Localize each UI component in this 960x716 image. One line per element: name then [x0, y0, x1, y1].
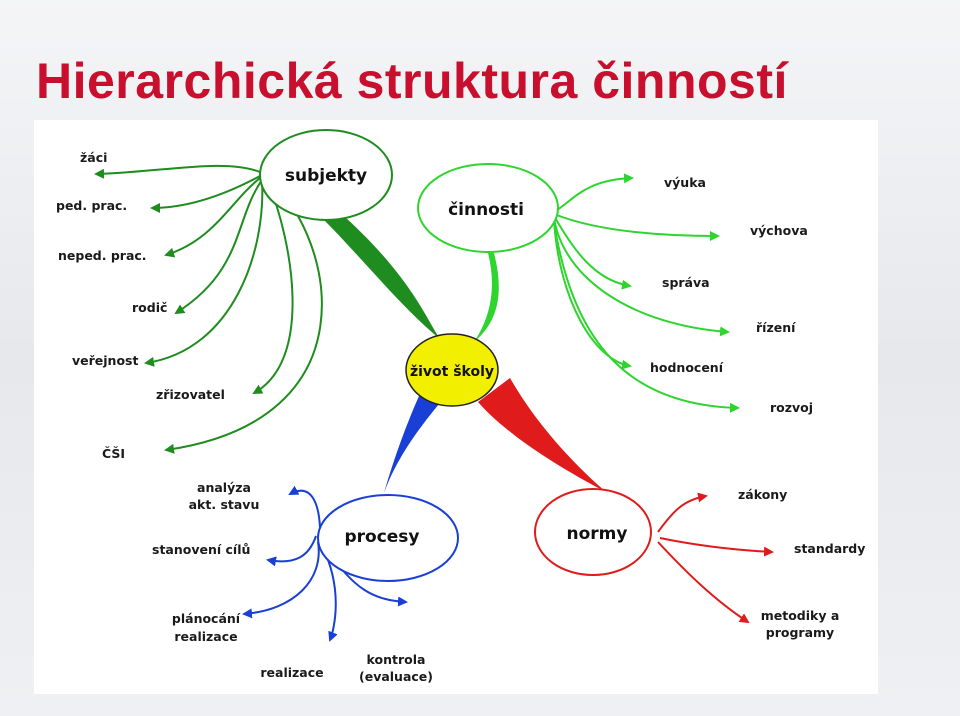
cinnosti-item-sprava: správa	[662, 275, 710, 290]
mindmap-canvas: subjekty činnosti procesy normy život šk…	[34, 120, 878, 694]
normy-arrows	[657, 492, 774, 624]
node-center-label: život školy	[410, 364, 494, 380]
subjekty-item-zrizovatel: zřizovatel	[156, 387, 225, 402]
node-subjekty-label: subjekty	[285, 166, 367, 186]
subjekty-item-csi: ČŠI	[102, 446, 125, 461]
node-center	[405, 333, 499, 407]
subjekty-item-zaci: žáci	[80, 150, 107, 165]
node-procesy	[317, 494, 459, 582]
node-normy-label: normy	[567, 524, 628, 544]
procesy-item-planovani-1: plánocání	[172, 611, 241, 626]
subjekty-item-rodic: rodič	[132, 300, 167, 315]
subjekty-item-verejnost: veřejnost	[72, 353, 138, 368]
normy-item-metodiky-2: programy	[766, 625, 834, 640]
procesy-item-kontrola-2: (evaluace)	[359, 669, 433, 684]
subjekty-item-ped-prac: ped. prac.	[56, 198, 127, 213]
procesy-item-planovani-2: realizace	[174, 629, 237, 644]
cinnosti-item-rizeni: řízení	[756, 320, 796, 335]
cinnosti-item-vychova: výchova	[750, 223, 808, 238]
cinnosti-item-vyuka: výuka	[664, 175, 706, 190]
branch-subjekty	[322, 218, 441, 340]
branch-cinnosti	[474, 253, 499, 342]
procesy-item-realizace: realizace	[260, 665, 323, 680]
node-procesy-label: procesy	[344, 527, 419, 547]
node-cinnosti	[417, 163, 559, 253]
branch-normy	[478, 378, 606, 492]
procesy-item-stanoveni-cilu: stanovení cílů	[152, 542, 250, 557]
procesy-item-kontrola-1: kontrola	[367, 652, 426, 667]
branch-procesy	[384, 396, 439, 493]
subjekty-item-neped-prac: neped. prac.	[58, 248, 147, 263]
node-subjekty	[259, 129, 393, 221]
normy-item-metodiky-1: metodiky a	[761, 608, 840, 623]
normy-item-zakony: zákony	[738, 487, 787, 502]
cinnosti-item-rozvoj: rozvoj	[770, 400, 813, 415]
procesy-item-analyza-2: akt. stavu	[189, 497, 260, 512]
mindmap-diagram: subjekty činnosti procesy normy život šk…	[56, 129, 865, 684]
node-normy	[534, 488, 652, 576]
procesy-item-analyza-1: analýza	[197, 480, 251, 495]
normy-item-standardy: standardy	[794, 541, 865, 556]
node-cinnosti-label: činnosti	[448, 200, 524, 220]
cinnosti-arrows	[553, 173, 740, 413]
slide-title: Hierarchická struktura činností	[36, 53, 788, 109]
cinnosti-item-hodnoceni: hodnocení	[650, 360, 724, 375]
